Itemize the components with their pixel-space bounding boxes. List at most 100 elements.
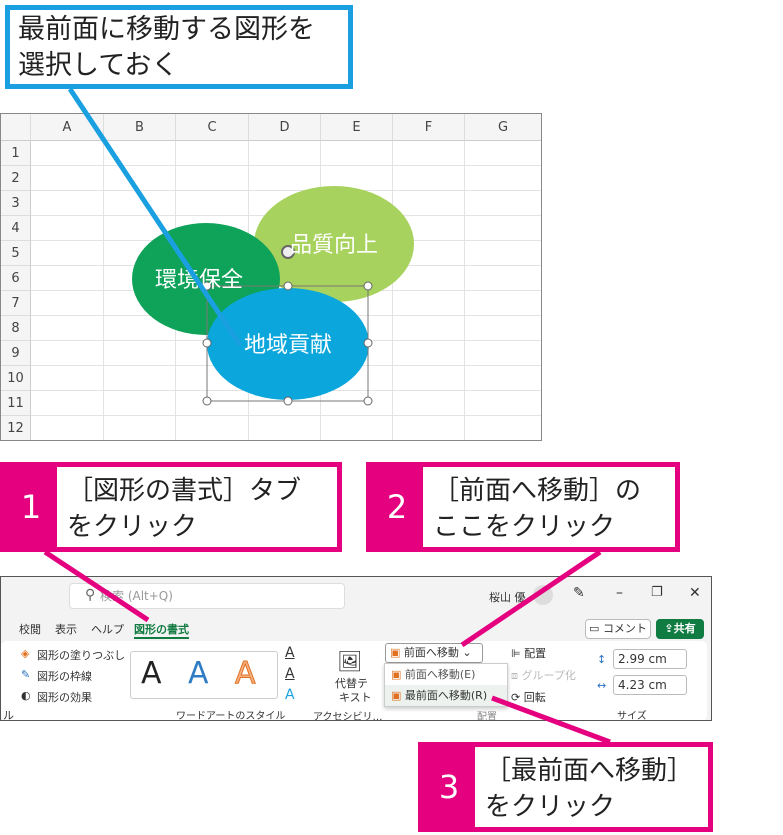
- text-outline-icon[interactable]: A: [285, 666, 295, 682]
- group-label: 配置: [477, 712, 497, 721]
- bring-forward-icon: ▣: [391, 668, 405, 681]
- search-icon: ⚲: [85, 587, 96, 603]
- step-number: 2: [371, 467, 423, 547]
- column-header[interactable]: F: [393, 114, 465, 141]
- column-header[interactable]: E: [321, 114, 393, 141]
- group-label-text: グループ化: [521, 669, 576, 682]
- group-button: ⧈ グループ化: [511, 667, 576, 683]
- alt-text-button[interactable]: 代替テ: [335, 677, 368, 690]
- row-header[interactable]: 2: [1, 166, 31, 191]
- tab-review[interactable]: 校閲: [19, 623, 41, 636]
- restore-icon[interactable]: ❐: [651, 585, 663, 600]
- wordart-style[interactable]: A: [235, 656, 257, 692]
- avatar[interactable]: [533, 585, 553, 605]
- row-header[interactable]: 9: [1, 341, 31, 366]
- callout-line: ［最前面へ移動］: [485, 756, 694, 786]
- row-header[interactable]: 5: [1, 241, 31, 266]
- width-icon: ↔: [597, 679, 607, 692]
- row-header[interactable]: 7: [1, 291, 31, 316]
- alt-text-button[interactable]: キスト: [339, 691, 372, 704]
- bring-forward-label: 前面へ移動: [403, 646, 459, 659]
- chevron-down-icon[interactable]: ⌄: [462, 646, 472, 659]
- menu-label: 前面へ移動(E): [404, 668, 476, 681]
- wordart-style[interactable]: A: [188, 656, 209, 691]
- tab-shape-format[interactable]: 図形の書式: [134, 621, 189, 639]
- excel-ribbon: 検索 (Alt+Q) ⚲ 桜山 優 ✎ – ❐ ✕ 校閲 表示 ヘルプ 図形の書…: [0, 576, 712, 721]
- row-header[interactable]: 4: [1, 216, 31, 241]
- group-label: サイズ: [617, 711, 647, 721]
- tab-view[interactable]: 表示: [55, 623, 77, 636]
- rotate-button[interactable]: ⟳ 回転: [511, 689, 546, 705]
- step-2-callout: 2 ［前面へ移動］のここをクリック: [366, 462, 680, 552]
- comment-label: コメント: [602, 622, 647, 635]
- fill-icon: ◈: [21, 647, 30, 660]
- column-header[interactable]: G: [465, 114, 541, 141]
- comment-button[interactable]: ▭ コメント: [585, 619, 651, 639]
- group-label: ル: [3, 709, 14, 721]
- share-button[interactable]: ⇪共有: [656, 619, 704, 639]
- rotate-label: 回転: [523, 691, 546, 704]
- text-fill-icon[interactable]: A: [285, 645, 295, 661]
- height-input[interactable]: 2.99 cm: [613, 649, 687, 669]
- comment-icon: ▭: [589, 622, 603, 635]
- align-button[interactable]: ⊫ 配置: [511, 645, 546, 661]
- step-number: 1: [5, 467, 57, 547]
- rotate-handle-icon[interactable]: [281, 245, 295, 259]
- close-icon[interactable]: ✕: [689, 585, 701, 601]
- wordart-style[interactable]: A: [141, 656, 162, 691]
- callout-line: をクリック: [485, 792, 616, 822]
- tab-help[interactable]: ヘルプ: [91, 623, 124, 636]
- shapes-layer: 品質向上 環境保全 地域貢献: [132, 186, 414, 406]
- menu-item-bring-forward[interactable]: ▣ 前面へ移動(E): [385, 664, 507, 685]
- select-all[interactable]: [1, 114, 31, 141]
- group-icon: ⧈: [511, 669, 522, 682]
- gridline: [31, 190, 541, 191]
- row-header[interactable]: 12: [1, 416, 31, 440]
- search-input[interactable]: 検索 (Alt+Q): [69, 583, 345, 609]
- shape-label: 環境保全: [155, 268, 243, 293]
- shape-quality[interactable]: [254, 186, 414, 302]
- callout-line: 選択しておく: [18, 50, 179, 81]
- callout-line: 最前面に移動する図形を: [18, 14, 315, 45]
- step-3-callout: 3 ［最前面へ移動］ をクリック: [418, 742, 713, 832]
- row-header[interactable]: 1: [1, 141, 31, 166]
- step-number: 3: [423, 747, 475, 827]
- row-header[interactable]: 6: [1, 266, 31, 291]
- row-header[interactable]: 8: [1, 316, 31, 341]
- search-placeholder: 検索 (Alt+Q): [100, 589, 173, 603]
- share-label: 共有: [673, 622, 696, 635]
- row-header[interactable]: 3: [1, 191, 31, 216]
- group-label: アクセシビリ…: [313, 712, 383, 721]
- height-icon: ↕: [597, 653, 607, 666]
- group-label: ワードアートのスタイル: [176, 711, 286, 721]
- menu-item-bring-to-front[interactable]: ▣ 最前面へ移動(R): [385, 685, 507, 706]
- instruction-callout: 最前面に移動する図形を 選択しておく: [5, 5, 353, 89]
- user-name: 桜山 優: [489, 591, 526, 604]
- shape-community[interactable]: [207, 288, 369, 400]
- text-effect-icon[interactable]: A: [285, 687, 295, 703]
- shape-label: 品質向上: [290, 233, 378, 258]
- width-input[interactable]: 4.23 cm: [613, 675, 687, 695]
- callout-line: ［図形の書式］タブ: [67, 476, 302, 506]
- pen-icon[interactable]: ✎: [573, 585, 585, 601]
- ribbon-panel: ◈ 図形の塗りつぶし ✎ 図形の枠線 ◐ 図形の効果 ル A A A ワードアートのス…: [1, 641, 707, 721]
- menu-label: 最前面へ移動(R): [404, 689, 488, 702]
- gridline: [31, 440, 542, 441]
- shape-effect-button[interactable]: 図形の効果: [37, 691, 92, 704]
- rotate-icon: ⟳: [511, 691, 524, 704]
- outline-icon: ✎: [21, 668, 31, 681]
- column-header[interactable]: D: [249, 114, 321, 141]
- callout-line: ここをクリック: [433, 512, 616, 542]
- shape-label: 地域貢献: [244, 333, 332, 358]
- shape-outline-button[interactable]: 図形の枠線: [37, 670, 92, 683]
- bring-forward-button[interactable]: ▣ 前面へ移動 ⌄: [385, 643, 483, 663]
- step-1-callout: 1 ［図形の書式］タブをクリック: [0, 462, 342, 552]
- shape-fill-button[interactable]: 図形の塗りつぶし: [37, 649, 126, 662]
- row-header[interactable]: 10: [1, 366, 31, 391]
- gridline: [31, 165, 541, 166]
- minimize-icon[interactable]: –: [616, 585, 623, 601]
- row-header[interactable]: 11: [1, 391, 31, 416]
- effect-icon: ◐: [21, 689, 31, 702]
- wordart-gallery[interactable]: A A A: [130, 651, 278, 699]
